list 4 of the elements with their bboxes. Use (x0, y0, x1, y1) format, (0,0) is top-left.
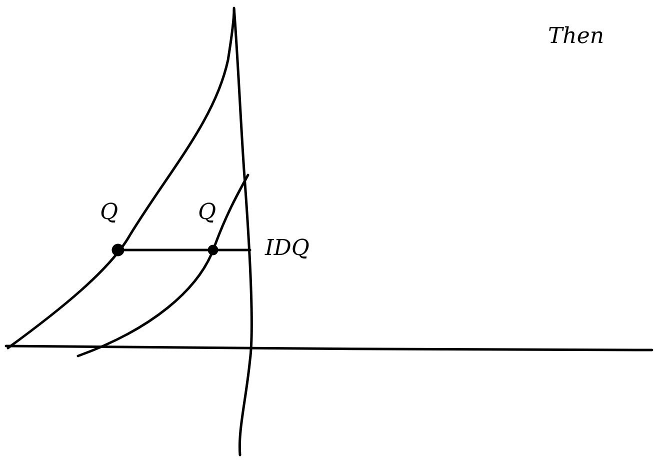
note-text: Then (548, 26, 604, 48)
axis-label: IDQ (265, 238, 310, 260)
point-label: Q (100, 202, 118, 224)
point-label: Q (198, 202, 216, 224)
